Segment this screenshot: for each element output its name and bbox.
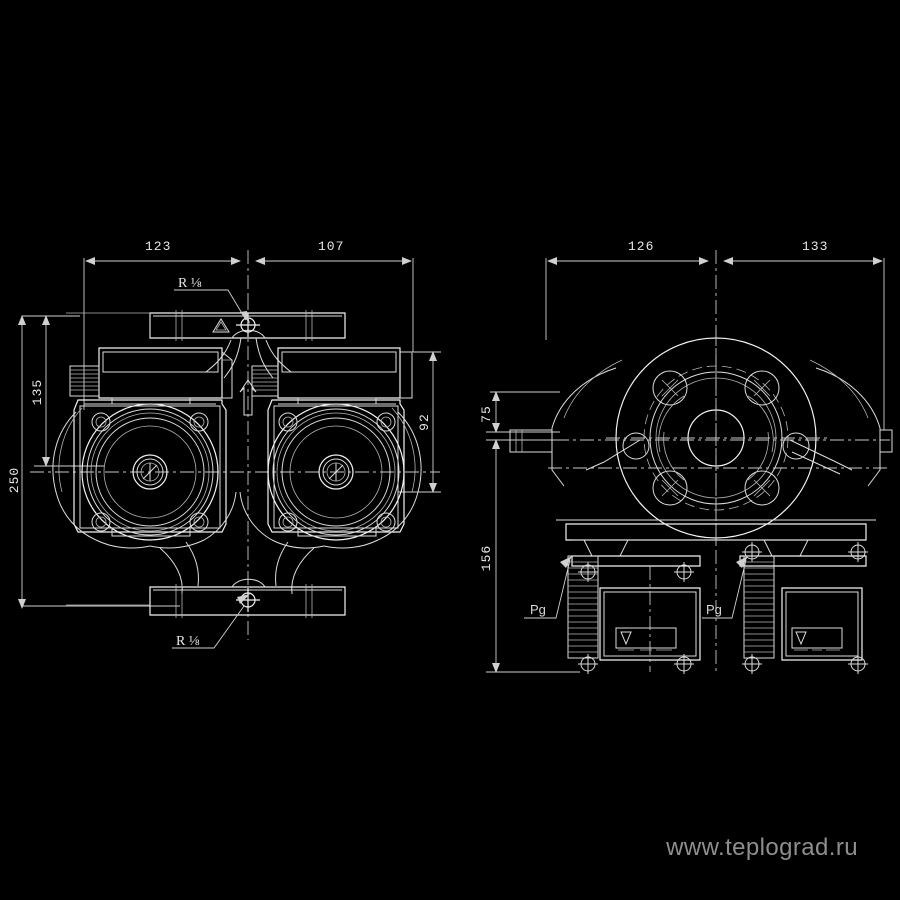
dim-label-250: 250 bbox=[7, 467, 22, 493]
dim-label-123: 123 bbox=[145, 239, 171, 254]
callout-thread-bottom: R ⅛ bbox=[172, 594, 250, 649]
front-view: 123 107 250 135 bbox=[7, 239, 441, 649]
top-port-flange bbox=[66, 310, 346, 341]
callout-label-pg-left: Pg bbox=[530, 602, 546, 617]
flange-plan-circle bbox=[606, 330, 828, 548]
top-view: 126 133 75 156 bbox=[479, 239, 893, 674]
cable-gland-plan-left bbox=[567, 555, 599, 659]
pump-head-left bbox=[52, 347, 237, 595]
cable-gland-left bbox=[69, 365, 100, 397]
callout-label-pg-right: Pg bbox=[706, 602, 722, 617]
pump-head-right bbox=[239, 347, 422, 595]
callout-label-bottom: R ⅛ bbox=[176, 634, 200, 649]
top-view-dim-133: 133 bbox=[723, 239, 883, 265]
warning-label-right bbox=[795, 631, 807, 646]
cable-gland-right bbox=[251, 365, 279, 397]
dim-label-126: 126 bbox=[628, 239, 654, 254]
terminal-box-plan-right bbox=[781, 587, 863, 661]
manifold-branch-curves bbox=[205, 337, 292, 379]
terminal-box-right bbox=[251, 347, 413, 399]
front-view-dim-250: 250 bbox=[7, 315, 180, 609]
top-view-dim-75: 75 bbox=[479, 391, 560, 433]
top-view-dim-156: 156 bbox=[479, 439, 580, 673]
dim-label-156: 156 bbox=[479, 545, 494, 571]
dim-label-75: 75 bbox=[479, 405, 494, 423]
front-view-dim-123: 123 bbox=[85, 239, 241, 265]
terminal-box-plan-left bbox=[599, 566, 701, 672]
terminal-box-left bbox=[69, 347, 233, 399]
warning-label-left bbox=[620, 631, 632, 646]
dim-label-133: 133 bbox=[802, 239, 828, 254]
top-view-dim-126: 126 bbox=[547, 239, 709, 265]
callout-pg-left: Pg bbox=[524, 556, 572, 619]
callout-thread-top: R ⅛ bbox=[174, 276, 250, 324]
front-view-dim-extension-lines bbox=[83, 250, 414, 410]
bottom-port-flange bbox=[66, 578, 346, 618]
callout-pg-right: Pg bbox=[702, 556, 748, 619]
warning-triangle-icon bbox=[212, 318, 230, 333]
front-view-dim-107: 107 bbox=[255, 239, 412, 265]
casing-bolts-left bbox=[91, 412, 209, 532]
dim-label-92: 92 bbox=[417, 413, 432, 431]
watermark: www.teplograd.ru bbox=[666, 834, 858, 861]
mounting-screw-markers bbox=[578, 542, 868, 674]
front-view-dim-135: 135 bbox=[30, 315, 104, 467]
callout-label-top: R ⅛ bbox=[178, 276, 202, 291]
dim-label-135: 135 bbox=[30, 379, 45, 405]
flange-bolt-bosses bbox=[652, 370, 780, 506]
cable-gland-plan-right bbox=[743, 555, 775, 659]
front-view-dim-92: 92 bbox=[398, 351, 441, 493]
motor-blocks-plan bbox=[556, 519, 876, 567]
casing-bolts-right bbox=[278, 412, 396, 532]
pump-body-plan bbox=[509, 359, 893, 487]
dim-label-107: 107 bbox=[318, 239, 344, 254]
